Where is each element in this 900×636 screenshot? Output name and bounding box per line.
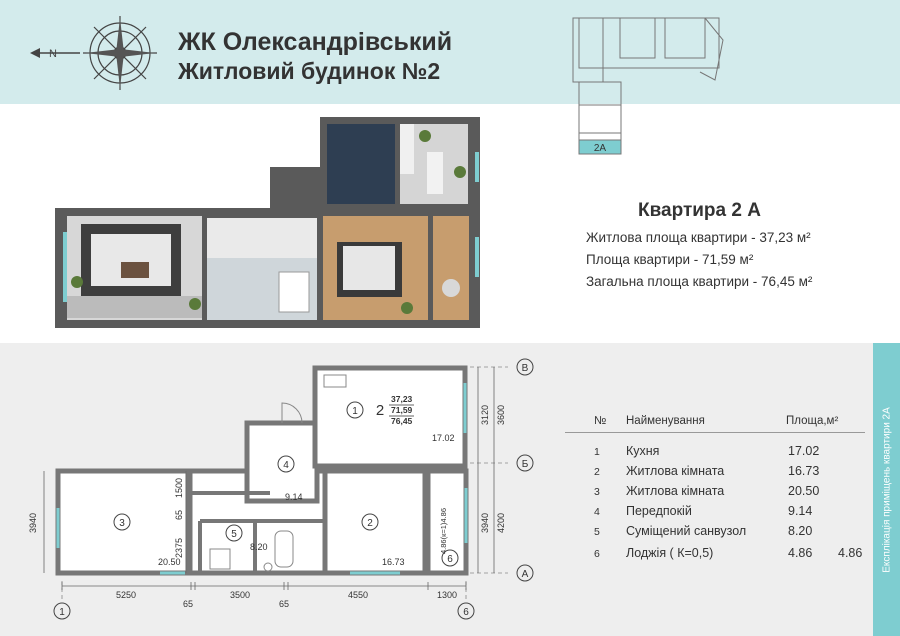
row-name: Кухня: [626, 444, 660, 458]
dim-right-inner-1: 3120: [480, 405, 490, 425]
apartment-3d-render: [55, 117, 480, 328]
room-no-6: 6: [447, 554, 453, 565]
table-header-no: №: [594, 415, 607, 427]
row-no: 3: [594, 486, 600, 498]
table-row: 6 Лоджія ( К=0,5) 4.86 4.86: [0, 545, 870, 565]
dim-right-inner-2: 3940: [480, 513, 490, 533]
row-no: 6: [594, 548, 600, 560]
table-divider: [565, 432, 865, 433]
table-header-area: Площа,м²: [786, 415, 839, 427]
axis-v: В: [522, 363, 529, 374]
table-row: 3 Житлова кімната 20.50: [0, 483, 870, 503]
row-no: 5: [594, 526, 600, 538]
living-area-text: Житлова площа квартири - 37,23 м²: [586, 230, 811, 245]
dim-bottom-3: 4550: [348, 590, 368, 600]
explication-sidebar-text: Експлікація приміщень квартири 2А: [873, 343, 900, 636]
complex-title: ЖК Олександрівський: [178, 28, 453, 56]
row-no: 4: [594, 506, 600, 518]
dim-bottom-4: 1300: [437, 590, 457, 600]
row-area: 4.86: [788, 546, 813, 560]
dim-left: 3940: [28, 513, 38, 533]
room-area-1: 17.02: [432, 433, 455, 443]
room-area-2: 16.73: [382, 557, 405, 567]
building-title: Житловий будинок №2: [178, 58, 441, 84]
total-area-text: Загальна площа квартири - 76,45 м²: [586, 274, 813, 289]
room-no-4: 4: [283, 460, 289, 471]
dim-right-outer-1: 3600: [496, 405, 506, 425]
explication-sidebar: [873, 343, 900, 636]
row-area: 16.73: [788, 464, 820, 478]
row-area: 17.02: [788, 444, 820, 458]
dim-inner-2: 65: [174, 510, 184, 520]
summary-apartment: 71,59: [391, 405, 413, 415]
dim-inner-1: 1500: [174, 478, 184, 498]
sidebar-label: Експлікація приміщень квартири 2А: [881, 406, 892, 573]
row-name: Житлова кімната: [626, 464, 725, 478]
row-name: Передпокій: [626, 504, 692, 518]
apartment-area-text: Площа квартири - 71,59 м²: [586, 252, 754, 267]
axis-a: А: [522, 569, 529, 580]
apartment-number: 2: [376, 402, 384, 419]
axis-b: Б: [522, 459, 529, 470]
summary-living: 37,23: [391, 394, 413, 404]
room-area-5: 8.20: [250, 542, 268, 552]
building-key-plan: 2А: [572, 17, 724, 155]
compass-label: N: [49, 48, 57, 60]
room-area-4: 9.14: [285, 492, 303, 502]
apartment-title: Квартира 2 А: [638, 200, 761, 221]
summary-total: 76,45: [391, 416, 413, 426]
room-no-2: 2: [367, 518, 373, 529]
compass-rose-icon: N: [30, 16, 157, 90]
row-name: Суміщений санвузол: [626, 524, 747, 538]
row-name: Житлова кімната: [626, 484, 725, 498]
room-no-5: 5: [231, 529, 237, 540]
axis-1: 1: [59, 607, 65, 618]
row-area: 20.50: [788, 484, 820, 498]
dim-bottom-1: 5250: [116, 590, 136, 600]
table-row: 4 Передпокій 9.14: [0, 503, 870, 523]
loggia-area: 4.86(к=1)4.86: [439, 508, 448, 554]
dim-bottom-2: 3500: [230, 590, 250, 600]
row-no: 1: [594, 446, 600, 458]
table-row: 5 Суміщений санвузол 8.20: [0, 523, 870, 543]
room-area-3: 20.50: [158, 557, 181, 567]
axis-6: 6: [463, 607, 469, 618]
table-row: 2 Житлова кімната 16.73: [0, 463, 870, 483]
dim-right-outer-2: 4200: [496, 513, 506, 533]
keyplan-apartment-label: 2А: [594, 143, 607, 154]
row-extra: 4.86: [838, 546, 863, 560]
room-no-1: 1: [352, 406, 358, 417]
room-no-3: 3: [119, 518, 125, 529]
row-area: 8.20: [788, 524, 813, 538]
floor-plan-drawing: 1 6 В Б А 1 2 3 4 5 6 2 37,23 71,59 76,4…: [28, 358, 534, 620]
row-no: 2: [594, 466, 600, 478]
row-name: Лоджія ( К=0,5): [626, 546, 714, 560]
row-area: 9.14: [788, 504, 813, 518]
dim-bottom-small-1: 65: [183, 599, 193, 609]
table-header-name: Найменування: [626, 415, 705, 427]
dim-inner-3: 2375: [174, 538, 184, 558]
table-row: 1 Кухня 17.02: [0, 443, 870, 463]
dim-bottom-small-2: 65: [279, 599, 289, 609]
